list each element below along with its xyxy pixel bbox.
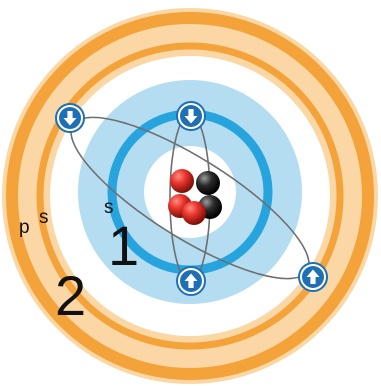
- neutron: [196, 171, 220, 195]
- electron-inner-bottom: [177, 267, 205, 295]
- subshell-label-2s: s: [39, 208, 49, 227]
- shell-number-2: 2: [55, 268, 86, 324]
- electron-inner-top: [177, 102, 205, 130]
- electron-outer-right: [299, 263, 327, 291]
- shell-number-1: 1: [108, 218, 139, 274]
- subshell-label-2p: p: [19, 218, 30, 237]
- electron-outer-left: [56, 104, 84, 132]
- proton: [170, 169, 194, 193]
- proton: [182, 201, 206, 225]
